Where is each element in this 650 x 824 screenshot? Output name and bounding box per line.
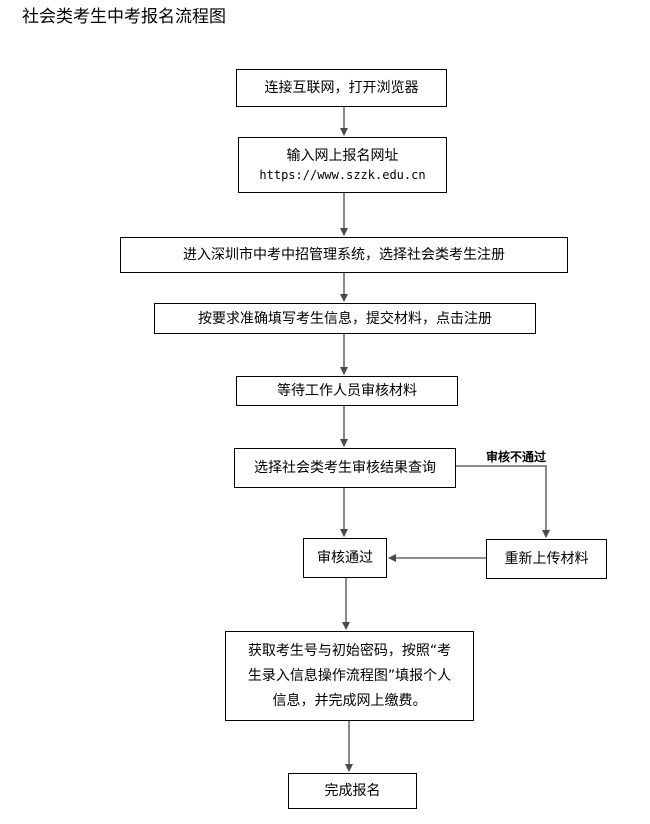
- step-get-number-line-3: 信息，并完成网上缴费。: [272, 692, 427, 709]
- step-connect-internet-text: 连接互联网，打开浏览器: [264, 80, 419, 96]
- registration-url: https://www.szzk.edu.cn: [259, 168, 426, 182]
- step-get-number-line-1: 获取考生号与初始密码，按照“考: [247, 642, 452, 659]
- step-fill-info-text: 按要求准确填写考生信息，提交材料，点击注册: [198, 310, 492, 327]
- step-reupload-materials: 重新上传材料: [486, 539, 607, 579]
- arrow-check-to-reupload: [456, 465, 550, 538]
- step-reupload-materials-text: 重新上传材料: [504, 551, 589, 567]
- step-get-number: 获取考生号与初始密码，按照“考 生录入信息操作流程图”填报个人 信息，并完成网上…: [225, 631, 474, 721]
- step-review-passed-text: 审核通过: [317, 550, 373, 566]
- step-review-passed: 审核通过: [303, 538, 387, 578]
- step-complete: 完成报名: [288, 773, 417, 809]
- step-wait-review: 等待工作人员审核材料: [236, 376, 458, 406]
- step-complete-text: 完成报名: [324, 783, 381, 799]
- step-get-number-line-2: 生录入信息操作流程图”填报个人: [247, 667, 452, 684]
- step-connect-internet: 连接互联网，打开浏览器: [236, 69, 447, 107]
- step-enter-system-text: 进入深圳市中考中招管理系统，选择社会类考生注册: [183, 247, 505, 263]
- step-wait-review-text: 等待工作人员审核材料: [277, 383, 417, 399]
- step-enter-system: 进入深圳市中考中招管理系统，选择社会类考生注册: [120, 237, 568, 273]
- page-title: 社会类考生中考报名流程图: [22, 7, 226, 27]
- step-fill-info: 按要求准确填写考生信息，提交材料，点击注册: [154, 303, 536, 334]
- step-check-result-text: 选择社会类考生审核结果查询: [254, 460, 436, 476]
- step-check-result: 选择社会类考生审核结果查询: [234, 448, 456, 488]
- branch-label-rejected: 审核不通过: [486, 450, 547, 464]
- step-enter-url-label: 输入网上报名网址: [286, 148, 399, 164]
- step-enter-url: 输入网上报名网址 https://www.szzk.edu.cn: [238, 137, 447, 193]
